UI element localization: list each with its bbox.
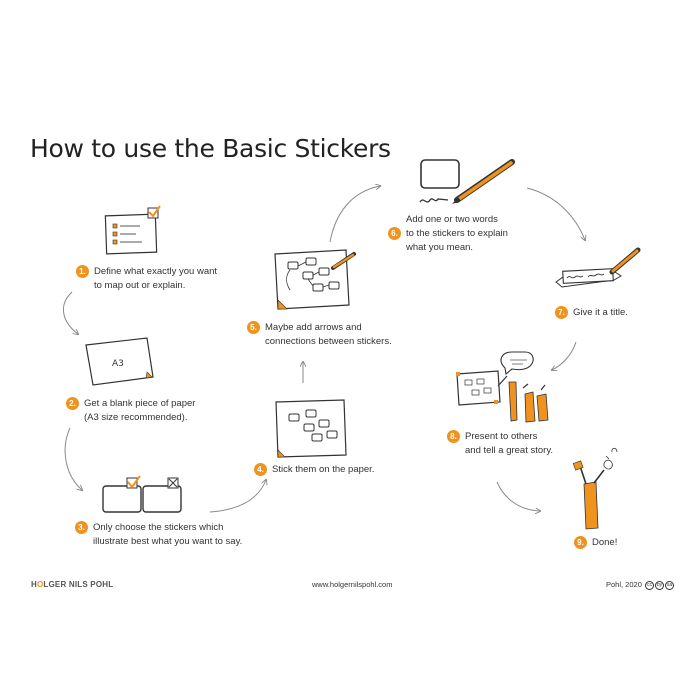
- arrow-3-to-4: [209, 480, 266, 513]
- copyright-text: Pohl, 2020: [606, 580, 642, 589]
- step-6: 6. Add one or two words to the stickers …: [388, 213, 508, 255]
- checklist-icon: [104, 205, 161, 255]
- step-number-badge: 9.: [574, 536, 587, 549]
- step-text-line: Present to others: [465, 431, 538, 442]
- step-number-badge: 6.: [388, 227, 401, 240]
- sticker-choice-icon: [102, 475, 182, 513]
- step-text-line: Give it a title.: [573, 307, 628, 318]
- step-text-line: Define what exactly you want: [94, 266, 218, 277]
- title-banner-icon: [555, 247, 641, 288]
- step-number-badge: 4.: [254, 463, 267, 476]
- step-text-line: Add one or two words: [406, 214, 498, 225]
- step-5: 5. Maybe add arrows and connections betw…: [247, 321, 392, 349]
- step-text-line: Get a blank piece of paper: [84, 398, 196, 409]
- step-text-line: Maybe add arrows and: [265, 322, 362, 333]
- sticker-with-pen-icon: [419, 159, 515, 204]
- step-number-badge: 1.: [76, 265, 89, 278]
- paper-label: A3: [112, 359, 124, 369]
- step-text-line: Done!: [592, 537, 618, 548]
- arrow-5-to-6: [329, 186, 380, 243]
- step-text-line: what you mean.: [406, 242, 474, 253]
- cc-by-icon: by: [654, 580, 664, 590]
- step-text-line: connections between stickers.: [265, 336, 392, 347]
- step-text-line: Stick them on the paper.: [272, 464, 375, 475]
- logo-o-icon: O: [36, 580, 44, 589]
- arrow-1-to-2: [63, 291, 78, 334]
- step-8: 8. Present to others and tell a great st…: [447, 430, 554, 458]
- step-number-badge: 7.: [555, 306, 568, 319]
- step-1: 1. Define what exactly you want to map o…: [76, 265, 218, 293]
- step-7: 7. Give it a title.: [555, 306, 628, 320]
- paper-with-arrows-icon: [274, 249, 356, 310]
- step-3: 3. Only choose the stickers which illust…: [75, 521, 243, 549]
- arrow-6-to-7: [526, 187, 585, 240]
- step-number-badge: 2.: [66, 397, 79, 410]
- author-logo: HOLGER NILS POHL: [31, 580, 114, 589]
- page-title: How to use the Basic Stickers: [30, 134, 391, 163]
- flow-arrows: [63, 186, 585, 512]
- step-text-line: and tell a great story.: [465, 445, 554, 456]
- presentation-scene-icon: [456, 351, 549, 423]
- arrow-2-to-3: [64, 427, 82, 490]
- website-url: www.holgernilspohl.com: [312, 580, 393, 589]
- arrow-8-to-9: [496, 481, 540, 511]
- step-text-line: (A3 size recommended).: [84, 412, 188, 423]
- step-text-line: to the stickers to explain: [406, 228, 508, 239]
- step-number-badge: 3.: [75, 521, 88, 534]
- step-text-line: illustrate best what you want to say.: [93, 536, 243, 547]
- a3-paper-icon: A3: [85, 337, 154, 386]
- step-9: 9. Done!: [574, 536, 618, 550]
- step-number-badge: 8.: [447, 430, 460, 443]
- celebrating-figure-icon: [572, 447, 618, 530]
- arrow-7-to-8: [552, 341, 577, 370]
- step-number-badge: 5.: [247, 321, 260, 334]
- step-4: 4. Stick them on the paper.: [254, 463, 375, 477]
- cc-sa-icon: sa: [664, 580, 674, 590]
- step-text-line: Only choose the stickers which: [93, 522, 224, 533]
- paper-with-stickers-icon: [275, 399, 347, 458]
- step-text-line: to map out or explain.: [94, 280, 186, 291]
- step-2: 2. Get a blank piece of paper (A3 size r…: [66, 397, 196, 425]
- cc-icon: cc: [644, 580, 654, 590]
